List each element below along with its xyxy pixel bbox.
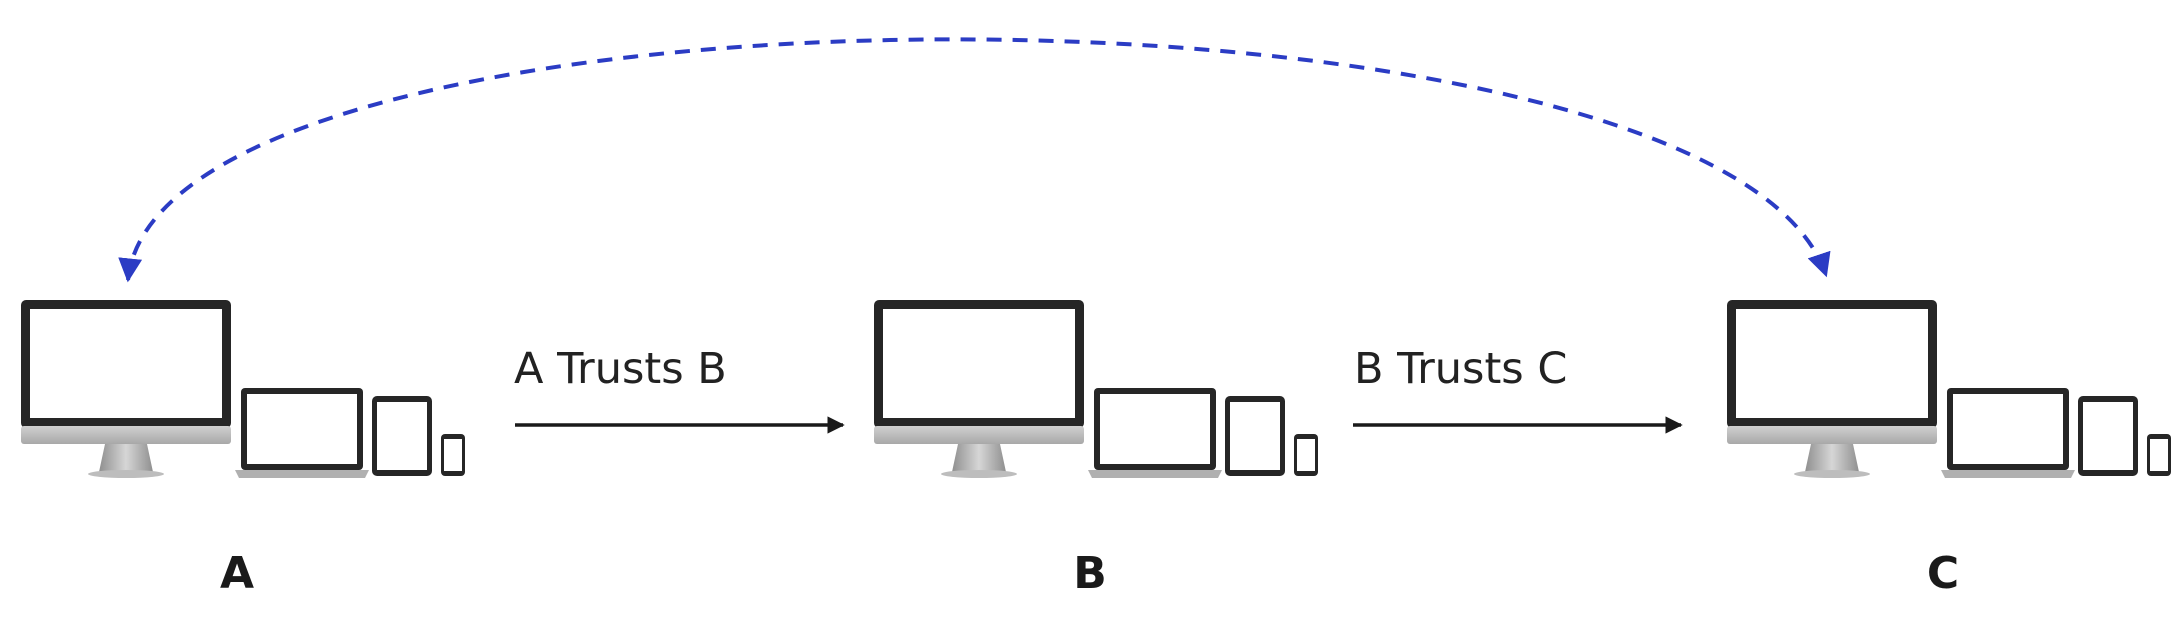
node-label-b: B xyxy=(1073,548,1107,599)
edge-label-a-b: A Trusts B xyxy=(514,344,727,394)
devices-icon-node-a xyxy=(21,300,465,478)
devices-icon-node-b xyxy=(874,300,1318,478)
node-label-c: C xyxy=(1927,548,1959,599)
transitive-trust-arrow xyxy=(118,37,1831,283)
devices-icon-node-c xyxy=(1727,300,2171,478)
node-label-a: A xyxy=(220,548,254,599)
edge-label-b-c: B Trusts C xyxy=(1354,344,1567,394)
